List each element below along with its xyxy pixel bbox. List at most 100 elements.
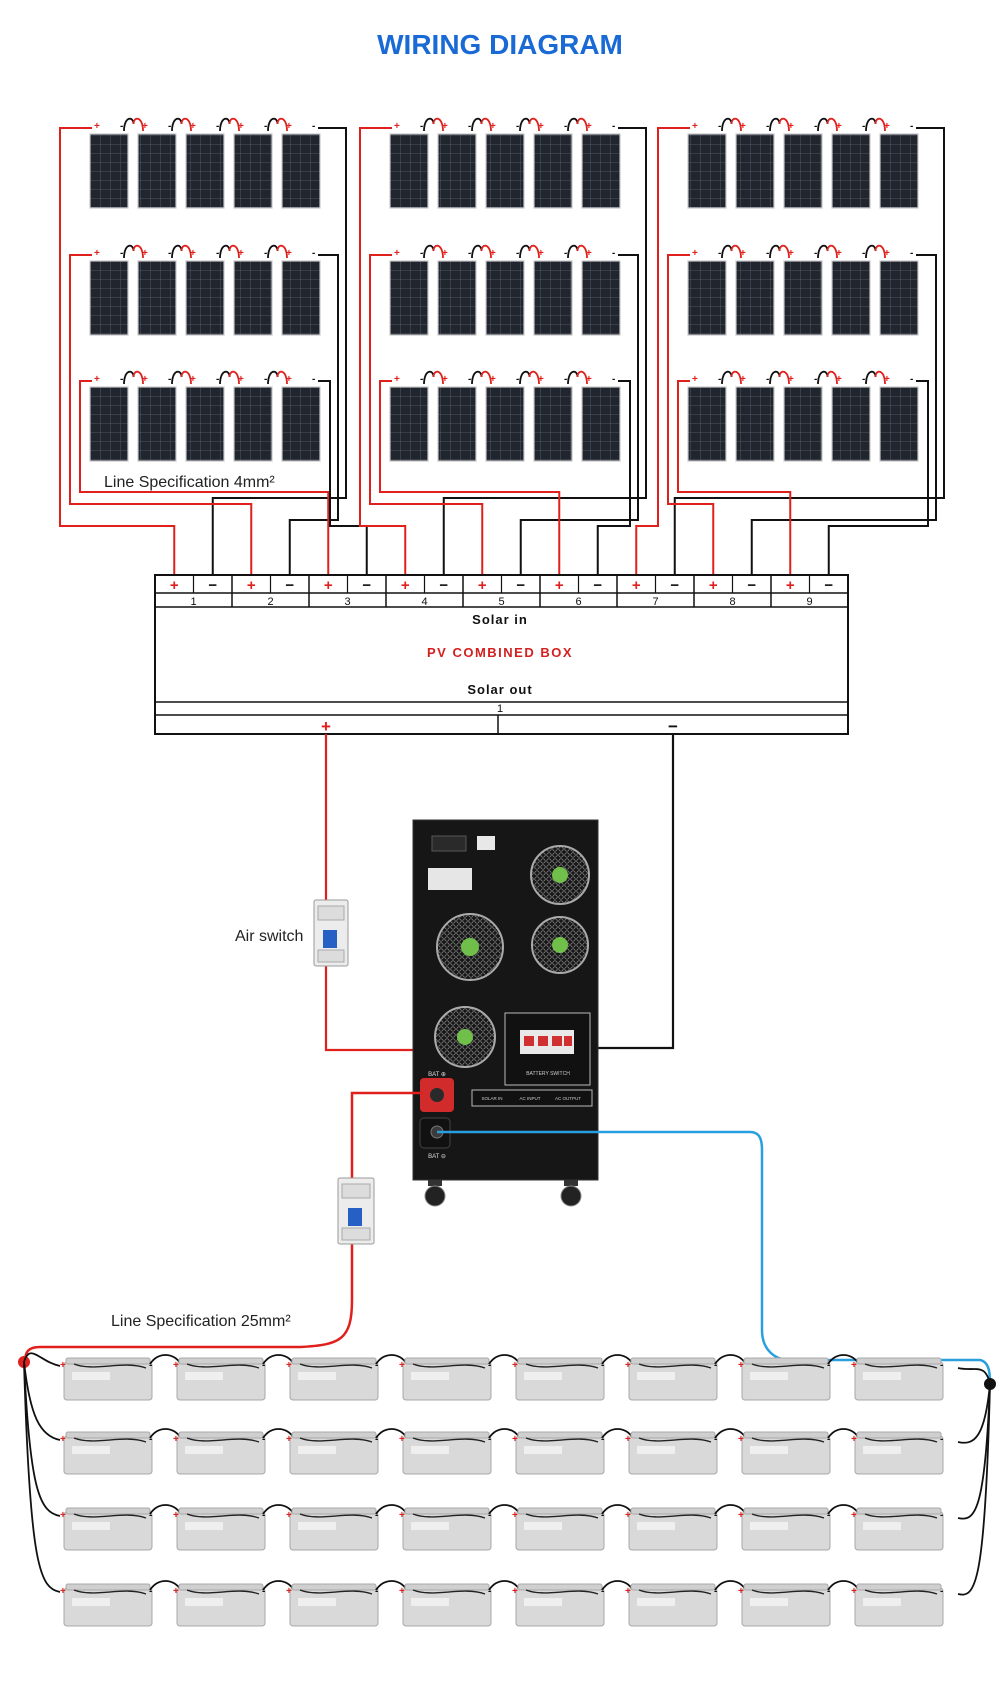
panel-plus-terminal: + <box>142 121 148 132</box>
battery-line-spec-label: Line Specification 25mm² <box>111 1313 291 1330</box>
battery-top-cable <box>864 1513 938 1519</box>
air-switch-label: Air switch <box>235 928 303 945</box>
solar-panel: +- <box>281 248 321 336</box>
battery-plus-terminal: + <box>399 1510 405 1521</box>
series-jumper <box>567 370 588 385</box>
fan-middle-left <box>436 913 504 981</box>
series-jumper <box>267 117 288 132</box>
battery-minus-terminal: - <box>375 1360 378 1371</box>
string-positive-wire <box>69 254 253 575</box>
combiner-plus-terminal: + <box>632 577 641 594</box>
battery-minus-terminal: - <box>262 1586 265 1597</box>
battery-plus-terminal: + <box>625 1510 631 1521</box>
fan-bottom-left <box>434 1006 496 1068</box>
battery-minus-terminal: - <box>714 1586 717 1597</box>
panel-minus-terminal: - <box>264 121 267 132</box>
combiner-channel-label: 3 <box>344 596 350 608</box>
combiner-minus-terminal: − <box>824 577 833 594</box>
battery-unit: +- <box>399 1428 521 1475</box>
panel-minus-terminal: - <box>312 374 315 385</box>
battery-plus-terminal: + <box>851 1360 857 1371</box>
combiner-plus-terminal: + <box>247 577 256 594</box>
battery-unit: +- <box>173 1504 295 1551</box>
bat-pos-label: BAT ⊕ <box>428 1072 446 1078</box>
panel-minus-terminal: - <box>120 374 123 385</box>
battery-plus-terminal: + <box>512 1586 518 1597</box>
series-jumper <box>567 117 588 132</box>
wheel-left <box>424 1180 446 1207</box>
series-jumper <box>721 370 742 385</box>
series-jumper <box>769 370 790 385</box>
row-positive-bus <box>23 1361 61 1593</box>
panel-minus-terminal: - <box>216 121 219 132</box>
panel-minus-terminal: - <box>814 121 817 132</box>
battery-unit: +- <box>738 1580 860 1627</box>
panel-minus-terminal: - <box>468 248 471 259</box>
combiner-channel-label: 1 <box>190 596 196 608</box>
battery-minus-terminal: - <box>714 1360 717 1371</box>
panel-plus-terminal: + <box>442 121 448 132</box>
combiner-plus-terminal: + <box>709 577 718 594</box>
panel-minus-terminal: - <box>910 121 913 132</box>
battery-top-cable <box>525 1437 599 1443</box>
combiner-plus-terminal: + <box>401 577 410 594</box>
battery-unit: +- <box>60 1580 182 1627</box>
battery-unit: +- <box>625 1354 747 1401</box>
battery-plus-terminal: + <box>60 1434 66 1445</box>
solar-in-terminal-label: SOLAR IN <box>481 1096 502 1101</box>
series-jumper <box>817 244 838 259</box>
series-jumper <box>267 370 288 385</box>
panel-plus-terminal: + <box>836 248 842 259</box>
panel-plus-terminal: + <box>884 121 890 132</box>
battery-unit: +- <box>399 1580 521 1627</box>
panel-plus-terminal: + <box>94 374 100 385</box>
battery-top-cable <box>412 1437 486 1443</box>
panel-minus-terminal: - <box>910 248 913 259</box>
series-jumper <box>123 244 144 259</box>
series-jumper <box>865 244 886 259</box>
row-positive-bus <box>23 1361 61 1441</box>
inverter-terminal-strip: SOLAR IN AC INPUT AC OUTPUT <box>471 1089 593 1107</box>
battery-minus-terminal: - <box>827 1434 830 1445</box>
solar-panel: +- <box>137 374 177 462</box>
battery-minus-terminal: - <box>149 1434 152 1445</box>
panel-plus-terminal: + <box>586 248 592 259</box>
string-negative-wire <box>318 380 368 575</box>
panel-plus-terminal: + <box>884 374 890 385</box>
string-negative-wire <box>519 254 639 575</box>
series-jumper <box>721 244 742 259</box>
pv-wiring <box>59 117 945 575</box>
pv-line-spec-label: Line Specification 4mm² <box>104 474 275 491</box>
solar-panel: +- <box>437 121 477 209</box>
series-jumper <box>769 117 790 132</box>
panel-minus-terminal: - <box>612 121 615 132</box>
battery-top-cable <box>525 1589 599 1595</box>
battery-unit: +- <box>851 1583 944 1627</box>
battery-minus-terminal: - <box>488 1434 491 1445</box>
battery-wiring <box>23 1091 992 1386</box>
panel-minus-terminal: - <box>312 248 315 259</box>
series-jumper <box>219 117 240 132</box>
panel-plus-terminal: + <box>442 248 448 259</box>
solar-panel: +- <box>783 374 823 462</box>
solar-panel: +- <box>783 248 823 336</box>
combiner-box-name: PV COMBINED BOX <box>427 645 573 660</box>
combiner-plus-terminal: + <box>555 577 564 594</box>
battery-plus-terminal: + <box>173 1586 179 1597</box>
battery-top-cable <box>299 1437 373 1443</box>
panel-plus-terminal: + <box>538 121 544 132</box>
battery-top-cable <box>186 1363 260 1369</box>
battery-top-cable <box>412 1513 486 1519</box>
panel-plus-terminal: + <box>94 248 100 259</box>
battery-plus-terminal: + <box>851 1586 857 1597</box>
battery-top-cable <box>299 1589 373 1595</box>
series-jumper <box>171 370 192 385</box>
row-negative-bus <box>957 1383 991 1596</box>
series-jumper <box>721 117 742 132</box>
string-positive-wire <box>369 254 484 575</box>
battery-unit: +- <box>512 1428 634 1475</box>
combiner-channel-label: 5 <box>498 596 504 608</box>
battery-top-cable <box>525 1363 599 1369</box>
string-positive-wire <box>379 380 561 575</box>
solar-panel: +- <box>185 248 225 336</box>
